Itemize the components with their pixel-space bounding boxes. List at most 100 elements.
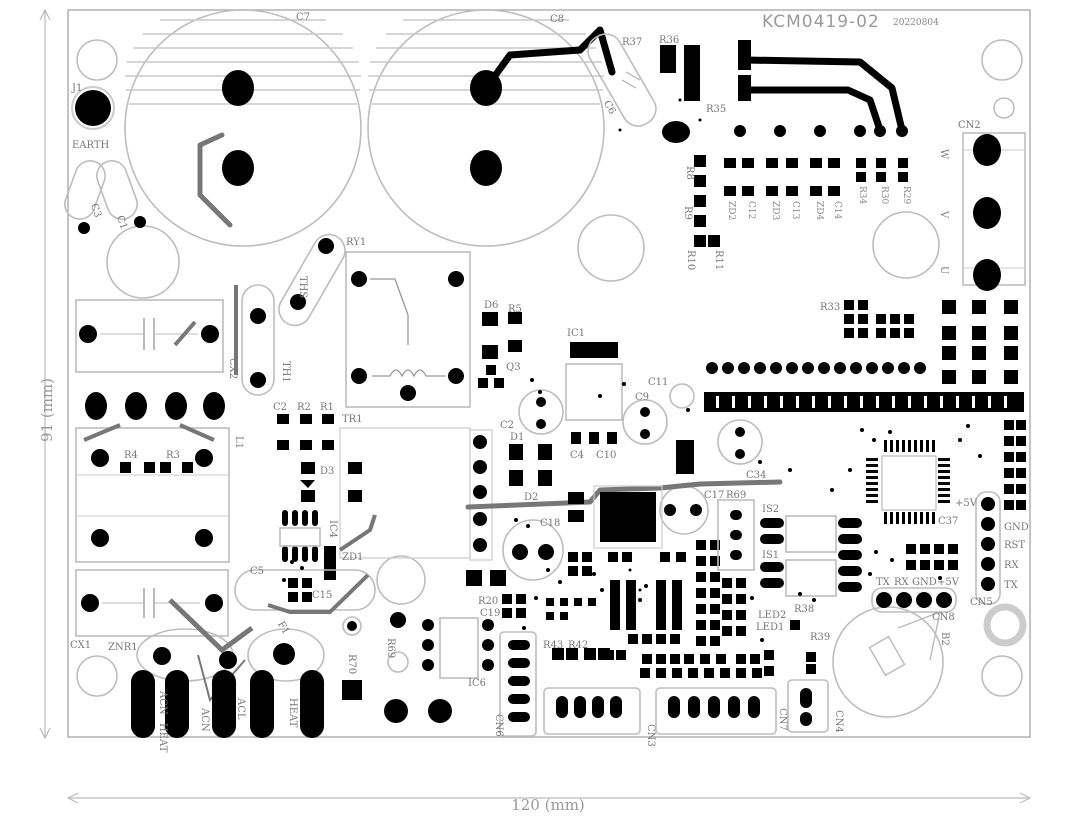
label-c4: C4: [570, 450, 584, 461]
label-c7: C7: [296, 12, 310, 23]
connector-column-left: [473, 435, 487, 552]
label-f1: F1: [275, 620, 291, 637]
label-rx: RX: [894, 577, 910, 588]
capacitor-cx2: CX2: [75, 299, 238, 379]
smd-group-zd-c: ZD2 C12 ZD3 C13 ZD4 C14 R34 R30 R29: [724, 158, 911, 220]
label-ic1: IC1: [567, 328, 585, 339]
label-cx2: CX2: [227, 358, 238, 379]
label-is1: IS1: [762, 550, 779, 561]
label-zd4: ZD4: [814, 201, 824, 220]
label-is2: IS2: [762, 504, 779, 515]
label-rst: RST: [1004, 540, 1025, 551]
header-cn8: TX RX GND +5V CN8: [871, 577, 960, 623]
label-c13: C13: [790, 201, 800, 220]
trace-c8-r37: [482, 26, 616, 92]
diodes-d1-d2: D1 D2: [509, 432, 552, 503]
label-heat-terminal: HEAT: [157, 723, 168, 753]
label-gnd2: GND: [1004, 522, 1029, 533]
label-r10: R10: [685, 250, 696, 270]
label-v: V: [938, 210, 949, 219]
choke-l1: R4 R3 L1: [75, 392, 244, 563]
label-c3: C3: [88, 202, 103, 219]
label-p5v2: +5V: [955, 498, 978, 509]
label-th1: TH1: [280, 361, 291, 383]
smd-cluster-r33: [844, 300, 1018, 384]
label-r9: R9: [682, 206, 693, 220]
label-cx1: CX1: [70, 640, 91, 651]
label-c18: C18: [540, 518, 560, 529]
mcu-ic: C37: [866, 440, 958, 527]
board-date-code: 20220804: [893, 18, 939, 28]
smd-group-d6-q3: D6 R5 Q3: [478, 300, 522, 388]
smd-group-tr1: C2 R2 R1 TR1 D3: [273, 402, 471, 559]
label-c2b: C2: [500, 420, 514, 431]
thermistor-th1: TH1: [234, 284, 291, 396]
label-b2: B2: [939, 632, 950, 646]
label-c17: C17: [704, 490, 724, 501]
label-r36: R36: [659, 35, 679, 46]
label-ry1: RY1: [346, 237, 366, 248]
label-d1: D1: [510, 432, 524, 443]
buzzer-b2: B2: [832, 606, 950, 718]
label-r2: R2: [297, 402, 311, 413]
dimension-horizontal: 120 (mm): [66, 792, 1032, 814]
power-module-q1: [568, 440, 694, 549]
connector-cn6: CN6: [493, 631, 537, 737]
ac-terminals: ACN HEAT ACN ACL HEAT: [131, 670, 324, 753]
label-zd3: ZD3: [770, 201, 780, 220]
label-c14: C14: [832, 201, 842, 220]
thermistor-ths: THS: [278, 233, 346, 327]
mounting-holes: [76, 39, 1027, 697]
label-r38: R38: [794, 604, 814, 615]
label-cn6: CN6: [493, 714, 504, 737]
label-zd2: ZD2: [726, 201, 736, 220]
board-part-number: KCM0419-02: [762, 12, 880, 32]
label-p5v: +5V: [937, 577, 960, 588]
label-r5: R5: [508, 304, 522, 315]
resistor-column-r8-r11: R8 R9 R10 R11: [682, 155, 724, 270]
label-c11: C11: [648, 377, 668, 388]
small-electrolytics: C2 C9 C11 C34 C17 C18 R69: [500, 377, 766, 581]
label-c10: C10: [596, 450, 616, 461]
pad-row-top: [734, 125, 908, 137]
connector-cn2: CN2 W V U: [938, 120, 1026, 291]
label-l1: L1: [233, 436, 244, 449]
capacitor-c8: C8: [367, 9, 605, 247]
label-c34: C34: [746, 470, 766, 481]
label-cn4: CN4: [833, 710, 844, 733]
label-r33: R33: [820, 302, 840, 313]
label-ths: THS: [297, 276, 308, 298]
label-acn-terminal: ACN: [157, 690, 168, 715]
label-acn2-terminal: ACN: [199, 707, 210, 732]
capacitor-cx1: CX1: [70, 569, 229, 651]
label-acl-terminal: ACL: [235, 697, 246, 720]
label-heat2-terminal: HEAT: [287, 698, 298, 728]
component-r36: R36 R35: [659, 35, 751, 115]
label-r43: R43: [543, 640, 563, 651]
header-cn5: +5V GND RST RX TX CN5: [955, 491, 1029, 608]
label-c12: C12: [746, 201, 756, 219]
label-c2: C2: [273, 402, 287, 413]
earth-terminal-j1: J1 EARTH: [71, 83, 115, 151]
smd-cluster-lower: [466, 540, 816, 678]
label-cn8: CN8: [932, 612, 955, 623]
trace-r35-right: [741, 56, 906, 134]
resistors-r70-r69: R70 R69: [342, 612, 452, 723]
label-r29: R29: [901, 186, 911, 205]
label-tx2: TX: [1004, 580, 1019, 591]
connector-cn4: CN4: [787, 679, 844, 733]
connector-column-outline: [469, 429, 493, 561]
label-led1: LED1: [756, 622, 784, 633]
label-r69: R69: [385, 638, 396, 658]
label-ic6: IC6: [468, 678, 486, 689]
label-c1: C1: [114, 214, 129, 231]
regulator-ic1: IC1 C4 C10: [565, 328, 623, 461]
label-cn7: CN7: [777, 708, 788, 731]
label-c8: C8: [550, 14, 564, 25]
label-znr1: ZNR1: [108, 642, 138, 653]
label-d6: D6: [484, 300, 498, 311]
vias: [282, 98, 982, 642]
label-r70: R70: [346, 654, 357, 674]
label-r3: R3: [166, 450, 180, 461]
label-r34: R34: [857, 186, 867, 205]
